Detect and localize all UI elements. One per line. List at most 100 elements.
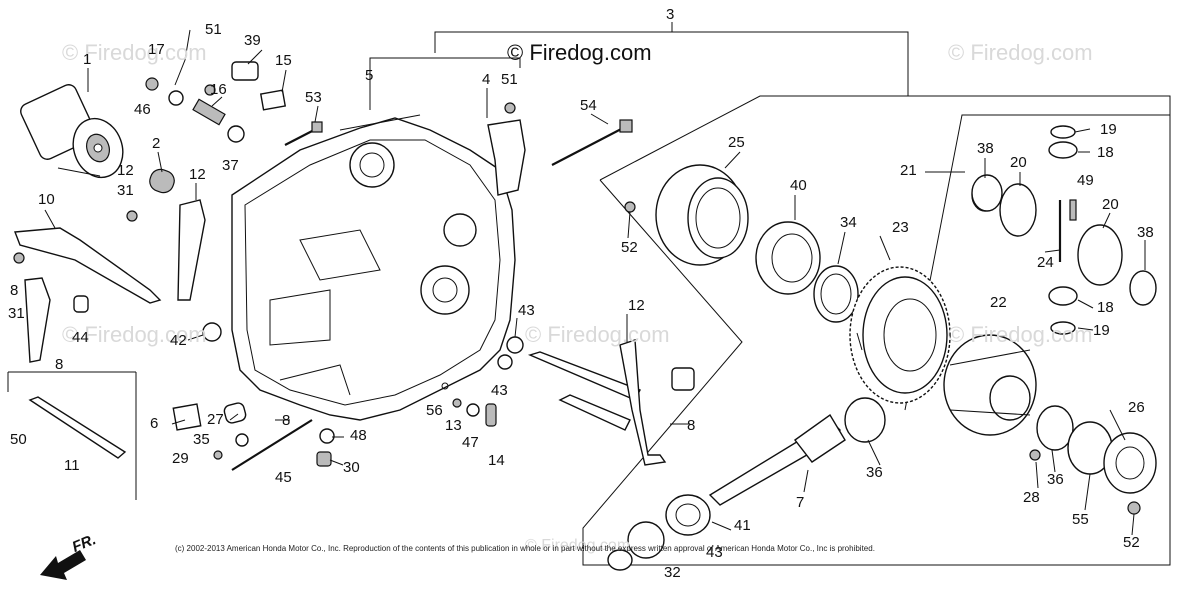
callout-label: 51 — [501, 71, 518, 88]
callout-label: 6 — [150, 415, 159, 432]
callout-label: 31 — [8, 305, 25, 322]
bearing-holder-part — [655, 164, 749, 266]
callout-label: 18 — [1097, 299, 1114, 316]
transmission-case-part — [231, 114, 516, 421]
watermark: © Firedog.com — [948, 40, 1093, 65]
callout-label: 20 — [1010, 154, 1027, 171]
callout-label: 7 — [796, 494, 805, 511]
callout-label: 36 — [1047, 471, 1064, 488]
callout-label: 44 — [72, 329, 89, 346]
bracket-3 — [434, 22, 909, 96]
callout-label: 47 — [462, 434, 479, 451]
left-frame — [7, 371, 137, 500]
leader-line — [187, 334, 204, 341]
shift-parts-left — [13, 168, 206, 363]
callout-label: 13 — [445, 417, 462, 434]
differential-case-part — [943, 334, 1037, 436]
callout-label: 39 — [244, 32, 261, 49]
callout-label: 43 — [491, 382, 508, 399]
leader-line — [1051, 449, 1056, 473]
callout-leaders — [44, 49, 1146, 536]
watermark: © Firedog.com — [62, 322, 207, 347]
watermark: © Firedog.com — [525, 537, 631, 554]
leader-line — [1077, 299, 1094, 309]
callout-label: 19 — [1093, 322, 1110, 339]
leader-line — [171, 419, 186, 425]
ring-gear-part — [844, 266, 951, 443]
leader-line — [711, 521, 732, 531]
callout-label: 25 — [728, 134, 745, 151]
callout-label: 2 — [152, 135, 161, 152]
callout-label: 51 — [205, 21, 222, 38]
callout-label: 34 — [840, 214, 857, 231]
leader-line — [247, 49, 263, 65]
shift-rod-part — [28, 396, 127, 459]
bearing-part — [755, 221, 859, 323]
bearing-parts-lower — [607, 494, 711, 571]
callout-label: 3 — [666, 6, 675, 23]
callout-label: 45 — [275, 469, 292, 486]
callout-label: 24 — [1037, 254, 1054, 271]
callout-label: 16 — [210, 81, 227, 98]
leader-line — [803, 469, 809, 493]
leader-line — [1035, 461, 1039, 489]
callout-label: 42 — [170, 332, 187, 349]
callout-label: 38 — [977, 140, 994, 157]
callout-label: 36 — [866, 464, 883, 481]
leader-line — [157, 151, 163, 173]
callout-label: 1 — [83, 51, 92, 68]
leader-line — [211, 96, 223, 107]
callout-label: 5 — [365, 67, 374, 84]
callout-label: 8 — [55, 356, 64, 373]
callout-label: 26 — [1128, 399, 1145, 416]
callout-label: 27 — [207, 411, 224, 428]
leader-line — [867, 439, 881, 466]
callout-label: 20 — [1102, 196, 1119, 213]
callout-label: 8 — [687, 417, 696, 434]
callout-label: 53 — [305, 89, 322, 106]
callout-label: 12 — [117, 162, 134, 179]
leader-line — [44, 209, 56, 229]
leader-line — [1102, 212, 1111, 229]
callout-label: 31 — [117, 182, 134, 199]
callout-label: 23 — [892, 219, 909, 236]
callout-label: 43 — [518, 302, 535, 319]
bolt-parts — [126, 77, 1141, 515]
callout-label: 15 — [275, 52, 292, 69]
callout-label: 38 — [1137, 224, 1154, 241]
callout-label: 19 — [1100, 121, 1117, 138]
leader-line — [229, 413, 239, 421]
callout-label: 32 — [664, 564, 681, 581]
leader-line — [1044, 249, 1061, 253]
oil-filter-part — [20, 84, 124, 179]
callout-label: 40 — [790, 177, 807, 194]
callout-label: 17 — [148, 41, 165, 58]
oil-seal-parts — [971, 174, 1157, 494]
leader-line — [1131, 513, 1135, 536]
leader-line — [879, 235, 891, 261]
watermark: © Firedog.com — [62, 40, 207, 65]
bracket-part-4 — [487, 102, 526, 196]
callout-label: 22 — [990, 294, 1007, 311]
watermark: © Firedog.com — [948, 322, 1093, 347]
leader-line — [57, 167, 101, 177]
front-arrow-icon — [40, 550, 86, 580]
callout-label: 52 — [1123, 534, 1140, 551]
callout-label: 37 — [222, 157, 239, 174]
callout-label: 52 — [621, 239, 638, 256]
leader-line — [590, 113, 609, 125]
leader-line — [329, 459, 344, 466]
leader-line — [1077, 327, 1094, 331]
watermark-main: © Firedog.com — [507, 40, 652, 65]
callout-label: 4 — [482, 71, 491, 88]
callout-label: 14 — [488, 452, 505, 469]
callout-label: 54 — [580, 97, 597, 114]
watermark: © Firedog.com — [525, 322, 670, 347]
leader-line — [627, 211, 631, 239]
callout-label: 28 — [1023, 489, 1040, 506]
callout-label: 12 — [628, 297, 645, 314]
callout-label: 11 — [64, 457, 80, 474]
leader-line — [281, 69, 287, 93]
